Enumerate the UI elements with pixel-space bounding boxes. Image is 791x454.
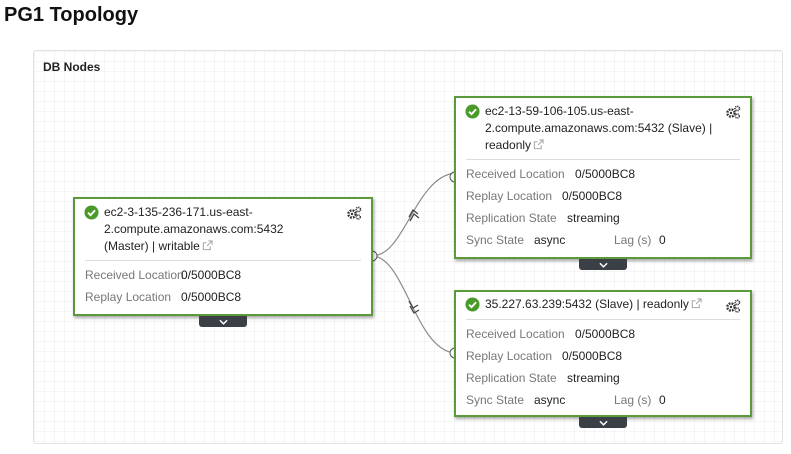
divider bbox=[466, 159, 740, 160]
check-circle-icon bbox=[465, 297, 480, 312]
sync-state-value: async bbox=[534, 233, 566, 247]
edge-master-slave2 bbox=[371, 255, 456, 354]
slave1-expand-button[interactable] bbox=[579, 259, 627, 270]
slave2-node-card[interactable]: 35.227.63.239:5432 (Slave) | readonly Re… bbox=[454, 290, 752, 417]
replay-location-label: Replay Location bbox=[466, 349, 553, 363]
master-role: (Master) | writable bbox=[104, 239, 200, 253]
slave2-host-line1: 35.227.63.239:5432 (Slave) | readonly bbox=[485, 297, 689, 311]
slave2-expand-button[interactable] bbox=[579, 417, 627, 428]
chevron-down-icon bbox=[598, 420, 608, 426]
master-host-line2: 2.compute.amazonaws.com:5432 bbox=[104, 222, 284, 236]
replication-state-value: streaming bbox=[567, 371, 620, 385]
divider bbox=[466, 319, 740, 320]
chevron-down-icon bbox=[598, 262, 608, 268]
arrow-up-icon bbox=[408, 209, 420, 222]
received-location-label: Received Location bbox=[466, 327, 565, 341]
replication-state-label: Replication State bbox=[466, 371, 557, 385]
lag-value: 0 bbox=[659, 393, 666, 407]
lag-value: 0 bbox=[659, 233, 666, 247]
replay-location-label: Replay Location bbox=[85, 290, 172, 304]
replay-location-label: Replay Location bbox=[466, 189, 553, 203]
master-expand-button[interactable] bbox=[199, 316, 247, 327]
received-location-value: 0/5000BC8 bbox=[575, 327, 636, 341]
received-location-label: Received Location bbox=[85, 268, 184, 282]
slave1-host-line2: 2.compute.amazonaws.com:5432 (Slave) | bbox=[485, 121, 713, 135]
received-location-label: Received Location bbox=[466, 167, 565, 181]
sync-state-label: Sync State bbox=[466, 393, 525, 407]
lag-label: Lag (s) bbox=[614, 393, 652, 407]
gears-icon[interactable] bbox=[725, 299, 741, 313]
external-link-icon[interactable] bbox=[533, 139, 544, 150]
replay-location-value: 0/5000BC8 bbox=[181, 290, 242, 304]
external-link-icon[interactable] bbox=[202, 240, 213, 251]
master-node-card[interactable]: ec2-3-135-236-171.us-east- 2.compute.ama… bbox=[73, 197, 373, 316]
external-link-icon[interactable] bbox=[691, 298, 702, 309]
replication-state-label: Replication State bbox=[466, 211, 557, 225]
master-host-line1: ec2-3-135-236-171.us-east- bbox=[104, 205, 253, 219]
replay-location-value: 0/5000BC8 bbox=[562, 189, 623, 203]
received-location-value: 0/5000BC8 bbox=[575, 167, 636, 181]
sync-state-label: Sync State bbox=[466, 233, 525, 247]
gears-icon[interactable] bbox=[725, 105, 741, 119]
replay-location-value: 0/5000BC8 bbox=[562, 349, 623, 363]
check-circle-icon bbox=[84, 205, 99, 220]
slave1-node-card[interactable]: ec2-13-59-106-105.us-east- 2.compute.ama… bbox=[454, 96, 752, 259]
check-circle-icon bbox=[465, 104, 480, 119]
received-location-value: 0/5000BC8 bbox=[181, 268, 242, 282]
replication-state-value: streaming bbox=[567, 211, 620, 225]
chevron-down-icon bbox=[218, 319, 228, 325]
panel-title: DB Nodes bbox=[43, 60, 101, 74]
lag-label: Lag (s) bbox=[614, 233, 652, 247]
arrow-down-icon bbox=[408, 300, 420, 314]
slave1-host-line1: ec2-13-59-106-105.us-east- bbox=[485, 104, 634, 118]
edge-master-slave1 bbox=[371, 172, 456, 257]
divider bbox=[85, 260, 361, 261]
sync-state-value: async bbox=[534, 393, 566, 407]
gears-icon[interactable] bbox=[346, 206, 362, 220]
slave1-role: readonly bbox=[485, 138, 532, 152]
page-title: PG1 Topology bbox=[4, 4, 139, 26]
